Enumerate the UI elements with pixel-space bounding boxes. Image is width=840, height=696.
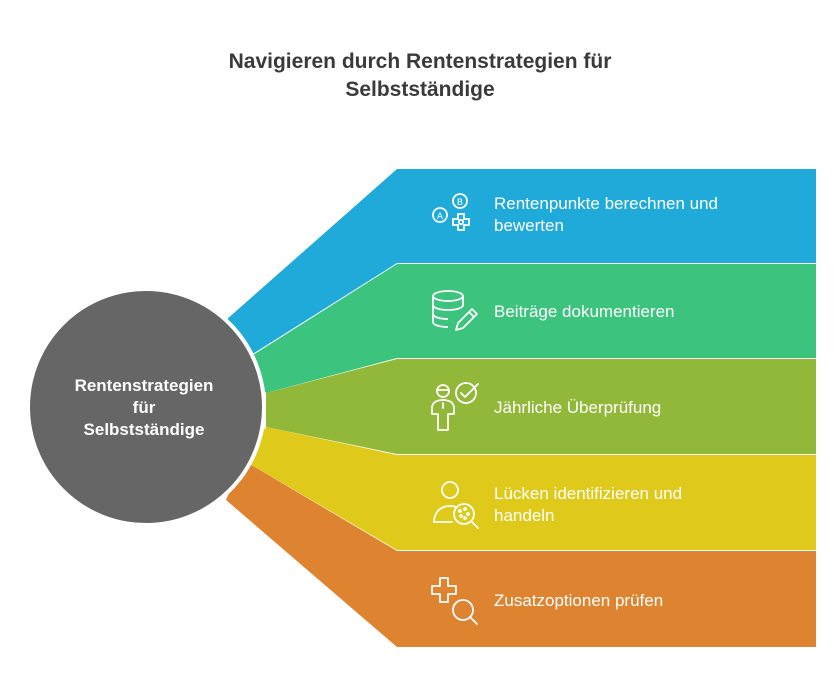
svg-text:A: A <box>437 212 444 222</box>
branch-band-2 <box>245 264 816 393</box>
person-check-icon <box>431 382 479 431</box>
abc-puzzle-icon: A B <box>432 193 470 231</box>
branch-label-1-line-1: Rentenpunkte berechnen und <box>494 194 719 213</box>
branch-label-1: Rentenpunkte berechnen und bewerten <box>494 193 794 237</box>
hub-circle <box>26 287 266 527</box>
branch-label-4-line-1: Lücken identifizieren und <box>494 484 683 503</box>
branch-label-4: Lücken identifizieren und handeln <box>494 483 794 527</box>
branch-label-5-line-1: Zusatzoptionen prüfen <box>494 591 664 610</box>
branch-band-5 <box>226 460 816 647</box>
branch-label-1-line-2: bewerten <box>494 216 564 235</box>
branch-label-5: Zusatzoptionen prüfen <box>494 590 794 612</box>
branch-band-3 <box>266 359 816 454</box>
title-line-1: Navigieren durch Rentenstrategien für <box>228 50 612 73</box>
branch-label-2-line-1: Beiträge dokumentieren <box>494 302 675 321</box>
database-pencil-icon <box>432 290 478 331</box>
title-line-2: Selbstständige <box>345 78 495 101</box>
plus-magnifier-icon <box>431 577 478 625</box>
hub-label-line-2: für <box>132 398 156 417</box>
branch-label-3-line-1: Jährliche Überprüfung <box>494 398 662 417</box>
person-magnifier-icon <box>433 481 479 529</box>
branch-label-4-line-2: handeln <box>494 506 555 525</box>
branch-band-1 <box>226 169 816 360</box>
svg-text:B: B <box>457 198 463 208</box>
hub-label: Rentenstrategien für Selbstständige <box>44 375 244 441</box>
hub-label-line-3: Selbstständige <box>83 420 205 439</box>
branch-band-4 <box>243 427 816 550</box>
branch-label-2: Beiträge dokumentieren <box>494 301 794 323</box>
diagram-title: Navigieren durch Rentenstrategien für Se… <box>0 48 840 104</box>
branch-label-3: Jährliche Überprüfung <box>494 397 794 419</box>
hub-label-line-1: Rentenstrategien <box>74 376 214 395</box>
